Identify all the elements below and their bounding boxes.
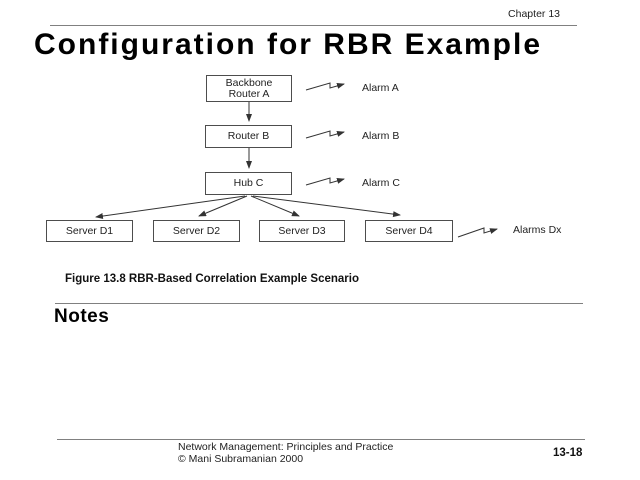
header-divider: [50, 25, 577, 26]
alarms-dx-label: Alarms Dx: [513, 224, 562, 236]
node-router-b: Router B: [205, 125, 292, 148]
node-label: Router A: [228, 87, 270, 100]
node-hub-c: Hub C: [205, 172, 292, 195]
node-label: Server D4: [385, 224, 433, 237]
alarm-zigzag-arrow-icon: [305, 82, 345, 91]
figure-caption: Figure 13.8 RBR-Based Correlation Exampl…: [65, 273, 359, 285]
page-number: 13-18: [553, 447, 583, 459]
fanout-arrow-connector-d3: [250, 195, 300, 217]
footer-divider: [57, 439, 585, 440]
node-server-d4: Server D4: [365, 220, 453, 242]
node-server-d1: Server D1: [46, 220, 133, 242]
alarm-b-label: Alarm B: [362, 130, 400, 142]
node-server-d3: Server D3: [259, 220, 345, 242]
node-label: Hub C: [233, 177, 264, 189]
footer-book-title: Network Management: Principles and Pract…: [178, 441, 394, 453]
footer-copyright: © Mani Subramanian 2000: [178, 453, 304, 465]
fanout-arrow-connector-d4: [252, 195, 401, 218]
node-label: Router B: [227, 130, 270, 142]
notes-divider: [55, 303, 583, 304]
fanout-arrow-connector-d1: [95, 195, 246, 219]
page-title: Configuration for RBR Example: [34, 28, 543, 61]
footer-credit: Network Management: Principles and Pract…: [178, 441, 393, 465]
node-label: Backbone: [225, 76, 273, 89]
alarm-zigzag-arrow-icon: [305, 177, 345, 186]
node-label: Server D1: [65, 224, 114, 237]
alarm-c-label: Alarm C: [362, 177, 400, 189]
node-label: Server D3: [278, 224, 326, 237]
notes-heading: Notes: [54, 306, 110, 327]
alarm-a-label: Alarm A: [362, 82, 399, 94]
fanout-arrow-connector-d2: [198, 195, 248, 217]
alarm-zigzag-arrow-icon: [305, 130, 345, 139]
node-backbone-router-a: Backbone Router A: [206, 75, 292, 102]
alarm-zigzag-arrow-icon: [457, 227, 498, 238]
node-server-d2: Server D2: [153, 220, 240, 242]
chapter-label: Chapter 13: [508, 8, 560, 20]
node-label: Server D2: [172, 224, 221, 237]
